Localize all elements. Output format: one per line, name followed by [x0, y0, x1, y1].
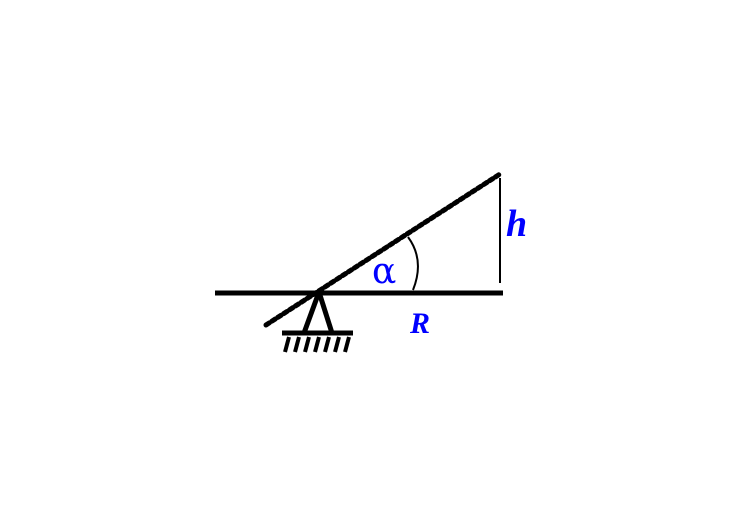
pivot-support — [282, 291, 353, 353]
angle-label: α — [372, 251, 396, 292]
ground-hatch — [283, 336, 351, 353]
angle-arc — [407, 236, 419, 291]
height-label: h — [506, 203, 527, 245]
inclined-dotted-line — [263, 171, 503, 328]
base-label: R — [409, 307, 430, 340]
